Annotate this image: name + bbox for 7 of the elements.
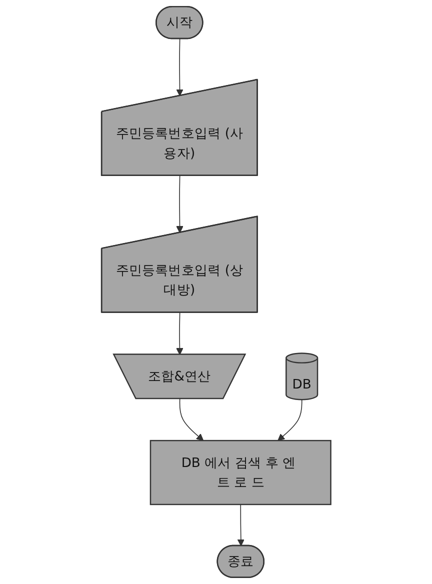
arrow [176,312,184,356]
arrow [179,398,204,441]
arrow [277,399,302,441]
arrow [237,504,244,546]
arrow [176,38,184,96]
arrow [176,175,184,234]
node-box: DB 에서 검색 후 엔 트 로 드 [150,440,332,506]
